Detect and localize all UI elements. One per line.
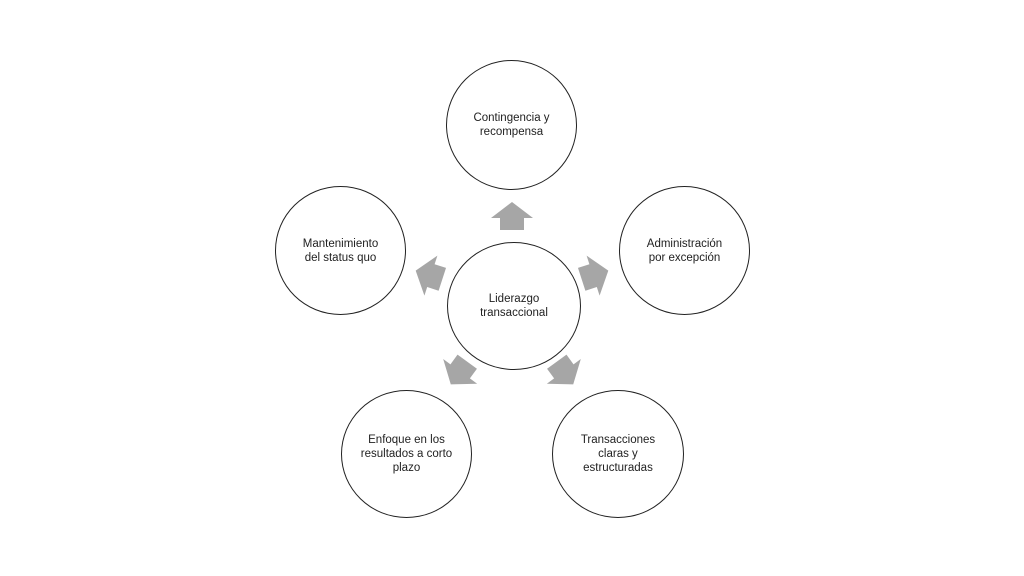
node-contingencia-label: Contingencia y recompensa bbox=[473, 112, 550, 138]
node-transacciones-label: Transacciones claras y estructuradas bbox=[580, 434, 656, 474]
node-mantenimiento-label: Mantenimiento del status quo bbox=[302, 237, 379, 264]
node-administracion: Administración por excepción bbox=[619, 186, 750, 315]
arrow-to-bottom-right bbox=[546, 354, 581, 385]
center-node-label: Liderazgo transaccional bbox=[480, 293, 548, 319]
arrow-to-top bbox=[491, 202, 533, 230]
arrow-to-bottom-left bbox=[443, 354, 478, 385]
node-enfoque: Enfoque en los resultados a corto plazo bbox=[341, 390, 472, 518]
node-administracion-label: Administración por excepción bbox=[646, 237, 723, 264]
arrow-to-right bbox=[577, 255, 609, 296]
arrow-to-left bbox=[415, 255, 447, 296]
node-mantenimiento: Mantenimiento del status quo bbox=[275, 186, 406, 315]
node-transacciones: Transacciones claras y estructuradas bbox=[552, 390, 684, 518]
node-enfoque-label: Enfoque en los resultados a corto plazo bbox=[360, 434, 453, 474]
node-contingencia: Contingencia y recompensa bbox=[446, 60, 577, 190]
center-node: Liderazgo transaccional bbox=[447, 242, 581, 370]
